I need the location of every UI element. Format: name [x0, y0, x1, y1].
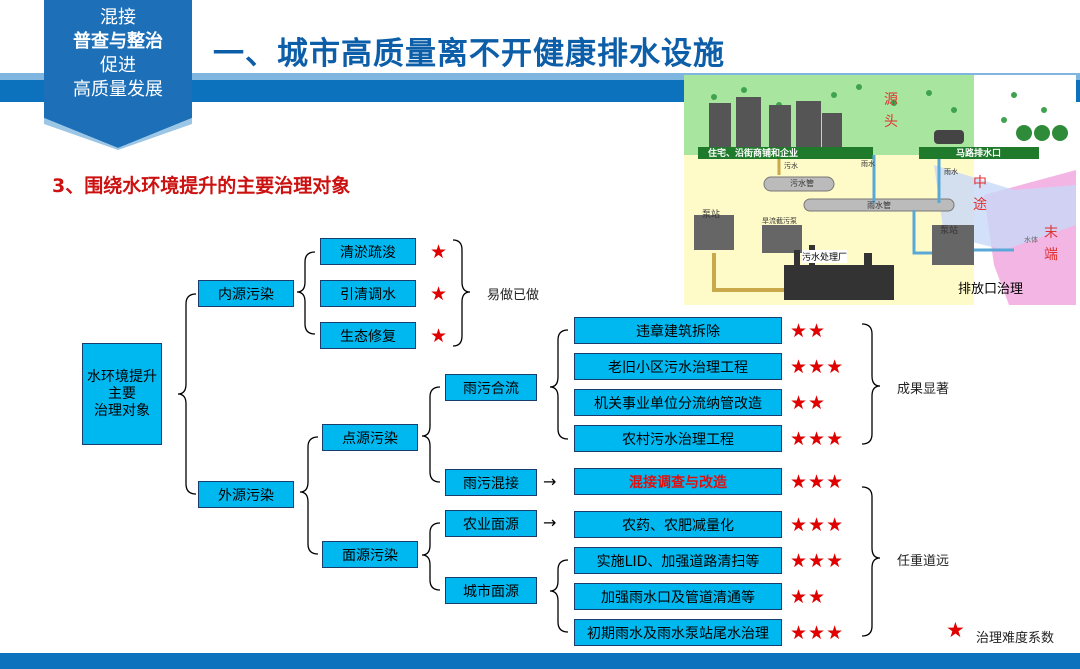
header-band-light — [0, 73, 1080, 80]
arrow-agri: → — [543, 513, 557, 532]
label-outfall-governance: 排放口治理 — [958, 282, 1024, 297]
stars-pesticide-reduction: ★★★ — [790, 514, 845, 536]
item-rural-sewage: 农村污水治理工程 — [574, 425, 782, 452]
label-rain: 雨水 — [861, 160, 875, 168]
label-pump-left: 泵站 — [702, 210, 721, 220]
root-line-2: 主要 — [108, 385, 136, 402]
note-long-way: 任重道远 — [897, 554, 950, 569]
stars-institution-separation: ★★ — [790, 392, 827, 414]
combined-sewer-node: 雨污合流 — [445, 374, 537, 401]
header-title: 一、城市高质量离不开健康排水设施 — [213, 36, 725, 72]
topic-badge: 混接 普查与整治 促进 高质量发展 — [44, 0, 192, 150]
nonpoint-source-node: 面源污染 — [322, 541, 418, 568]
item-dredging: 清淤疏浚 — [320, 238, 416, 265]
stars-illegal-building: ★★ — [790, 320, 827, 342]
label-sewage: 污水 — [784, 162, 798, 170]
legend-star-icon: ★ — [946, 618, 966, 642]
label-overflow-pump: 旱流截污泵 — [762, 217, 797, 225]
stars-mixed-survey: ★★★ — [790, 471, 845, 493]
internal-pollution-node: 内源污染 — [198, 280, 294, 307]
agri-nonpoint-node: 农业面源 — [445, 510, 537, 537]
stars-water-diversion: ★ — [430, 283, 449, 305]
title-underline — [205, 80, 685, 102]
item-institution-separation: 机关事业单位分流纳管改造 — [574, 389, 782, 416]
root-line-3: 治理对象 — [94, 402, 150, 419]
stars-rural-sewage: ★★★ — [790, 428, 845, 450]
bottom-bar — [0, 653, 1080, 669]
label-storm-pipe: 雨水管 — [867, 201, 891, 210]
stars-old-community: ★★★ — [790, 356, 845, 378]
label-source: 源头 — [884, 92, 898, 130]
point-source-node: 点源污染 — [322, 424, 418, 451]
mixed-connection-node: 雨污混接 — [445, 469, 537, 496]
item-lid-street-cleaning: 实施LID、加强道路清扫等 — [574, 547, 782, 574]
stars-inlet-dredging: ★★ — [790, 586, 827, 608]
stars-initial-rainwater: ★★★ — [790, 622, 845, 644]
note-significant-results: 成果显著 — [897, 382, 950, 397]
stars-lid-street-cleaning: ★★★ — [790, 550, 845, 572]
stars-dredging: ★ — [430, 241, 449, 263]
badge-line-3: 促进 — [100, 55, 136, 76]
root-line-1: 水环境提升 — [87, 368, 157, 385]
label-end: 末端 — [1044, 225, 1058, 263]
arrow-mixed: → — [543, 472, 557, 491]
drainage-illustration: 源头 中途 末端 住宅、沿街商铺和企业 马路排水口 污水管 雨水管 泵站 泵站 … — [684, 75, 1076, 305]
badge-shape — [44, 0, 192, 150]
item-pesticide-reduction: 农药、农肥减量化 — [574, 511, 782, 538]
stars-eco-restoration: ★ — [430, 325, 449, 347]
external-pollution-node: 外源污染 — [198, 481, 294, 508]
section-subtitle: 3、围绕水环境提升的主要治理对象 — [52, 175, 351, 197]
item-old-community: 老旧小区污水治理工程 — [574, 353, 782, 380]
label-pump-right: 泵站 — [940, 226, 959, 236]
label-sewage-pipe: 污水管 — [790, 179, 814, 188]
item-water-diversion: 引清调水 — [320, 280, 416, 307]
item-mixed-survey: 混接调查与改造 — [574, 468, 782, 495]
label-rain-2: 雨水 — [944, 168, 958, 176]
item-initial-rainwater: 初期雨水及雨水泵站尾水治理 — [574, 619, 782, 646]
root-node: 水环境提升 主要 治理对象 — [82, 343, 162, 445]
badge-line-4: 高质量发展 — [73, 79, 163, 100]
label-middle: 中途 — [973, 175, 987, 213]
urban-nonpoint-node: 城市面源 — [445, 577, 537, 604]
legend-label: 治理难度系数 — [976, 631, 1055, 646]
note-easy-done: 易做已做 — [487, 288, 540, 303]
label-road-outlet: 马路排水口 — [956, 149, 1002, 159]
item-inlet-dredging: 加强雨水口及管道清通等 — [574, 583, 782, 610]
badge-line-2: 普查与整治 — [73, 31, 163, 52]
item-eco-restoration: 生态修复 — [320, 322, 416, 349]
item-illegal-building: 违章建筑拆除 — [574, 317, 782, 344]
label-treatment-plant: 污水处理厂 — [802, 250, 848, 263]
badge-line-1: 混接 — [100, 7, 136, 28]
label-residential: 住宅、沿街商铺和企业 — [708, 149, 799, 159]
label-water-body: 水体 — [1024, 236, 1038, 244]
